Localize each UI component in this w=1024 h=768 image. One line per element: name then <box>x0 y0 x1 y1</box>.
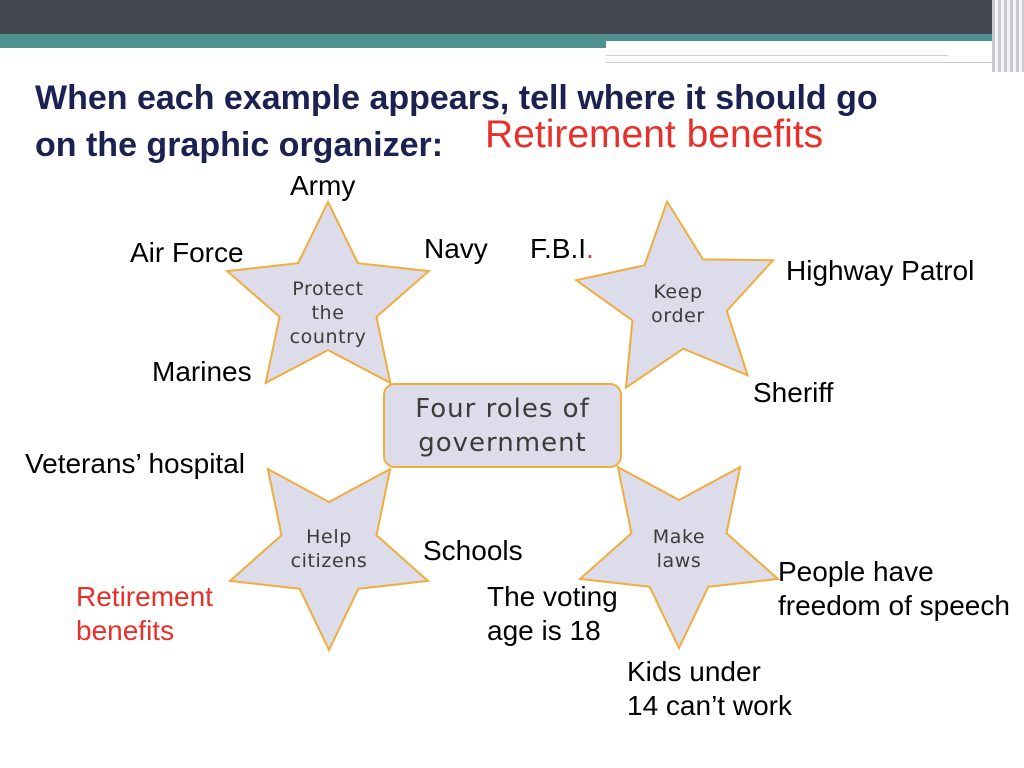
header-light-tab <box>606 41 992 63</box>
example-navy: Navy <box>424 233 488 264</box>
star-keep-order <box>573 199 776 390</box>
role-label-line: the <box>311 302 345 324</box>
example-air-force: Air Force <box>130 237 244 268</box>
role-label-keep-order: Keep order <box>598 280 758 328</box>
current-example-heading: Retirement benefits <box>485 113 824 156</box>
example-line: 14 can’t work <box>627 690 792 721</box>
example-retirement-benefits: Retirement benefits <box>76 580 213 648</box>
example-line: Retirement <box>76 581 213 612</box>
example-line: People have <box>778 556 934 587</box>
center-topic-box: Four roles of government <box>383 383 622 468</box>
center-topic-line: Four roles of <box>415 393 590 424</box>
header-tab-rule <box>606 55 948 56</box>
role-label-line: Help <box>306 526 352 548</box>
role-label-line: order <box>651 305 705 327</box>
example-free-speech: People have freedom of speech <box>778 555 1010 623</box>
center-topic-line: government <box>418 427 587 458</box>
role-label-line: Keep <box>653 281 703 303</box>
example-line: Kids under <box>627 656 761 687</box>
example-schools: Schools <box>423 535 523 566</box>
example-fbi-trailing-mark: . <box>586 233 594 264</box>
role-label-protect: Protect the country <box>248 277 408 349</box>
role-label-line: citizens <box>290 550 368 572</box>
example-sheriff: Sheriff <box>753 377 834 408</box>
example-army: Army <box>290 170 356 201</box>
example-line: benefits <box>76 615 175 646</box>
example-marines: Marines <box>152 356 252 387</box>
star-help-citizens <box>227 467 431 653</box>
star-protect-the-country <box>224 199 432 385</box>
header-corner-stripes <box>992 0 1024 72</box>
example-veterans-hospital: Veterans’ hospital <box>25 448 245 479</box>
example-line: The voting <box>487 581 618 612</box>
example-fbi-text: F.B.I <box>530 233 587 264</box>
role-label-line: Make <box>652 526 706 548</box>
slide-title-line: When each example appears, tell where it… <box>35 79 878 117</box>
example-fbi: F.B.I. <box>530 232 594 266</box>
role-label-help: Help citizens <box>249 525 409 573</box>
slide-title: When each example appears, tell where it… <box>35 75 878 169</box>
example-voting-age: The voting age is 18 <box>487 580 618 648</box>
header-dark-band <box>0 0 992 34</box>
role-label-line: Protect <box>292 278 364 300</box>
slide-title-line: on the graphic organizer: <box>35 126 444 164</box>
role-label-line: laws <box>656 550 702 572</box>
example-highway-patrol: Highway Patrol <box>786 255 975 286</box>
role-label-line: country <box>289 326 367 348</box>
role-label-make-laws: Make laws <box>599 525 759 573</box>
example-line: age is 18 <box>487 615 601 646</box>
example-child-labor: Kids under 14 can’t work <box>627 655 792 723</box>
example-line: freedom of speech <box>778 590 1010 621</box>
star-make-laws <box>577 465 781 651</box>
